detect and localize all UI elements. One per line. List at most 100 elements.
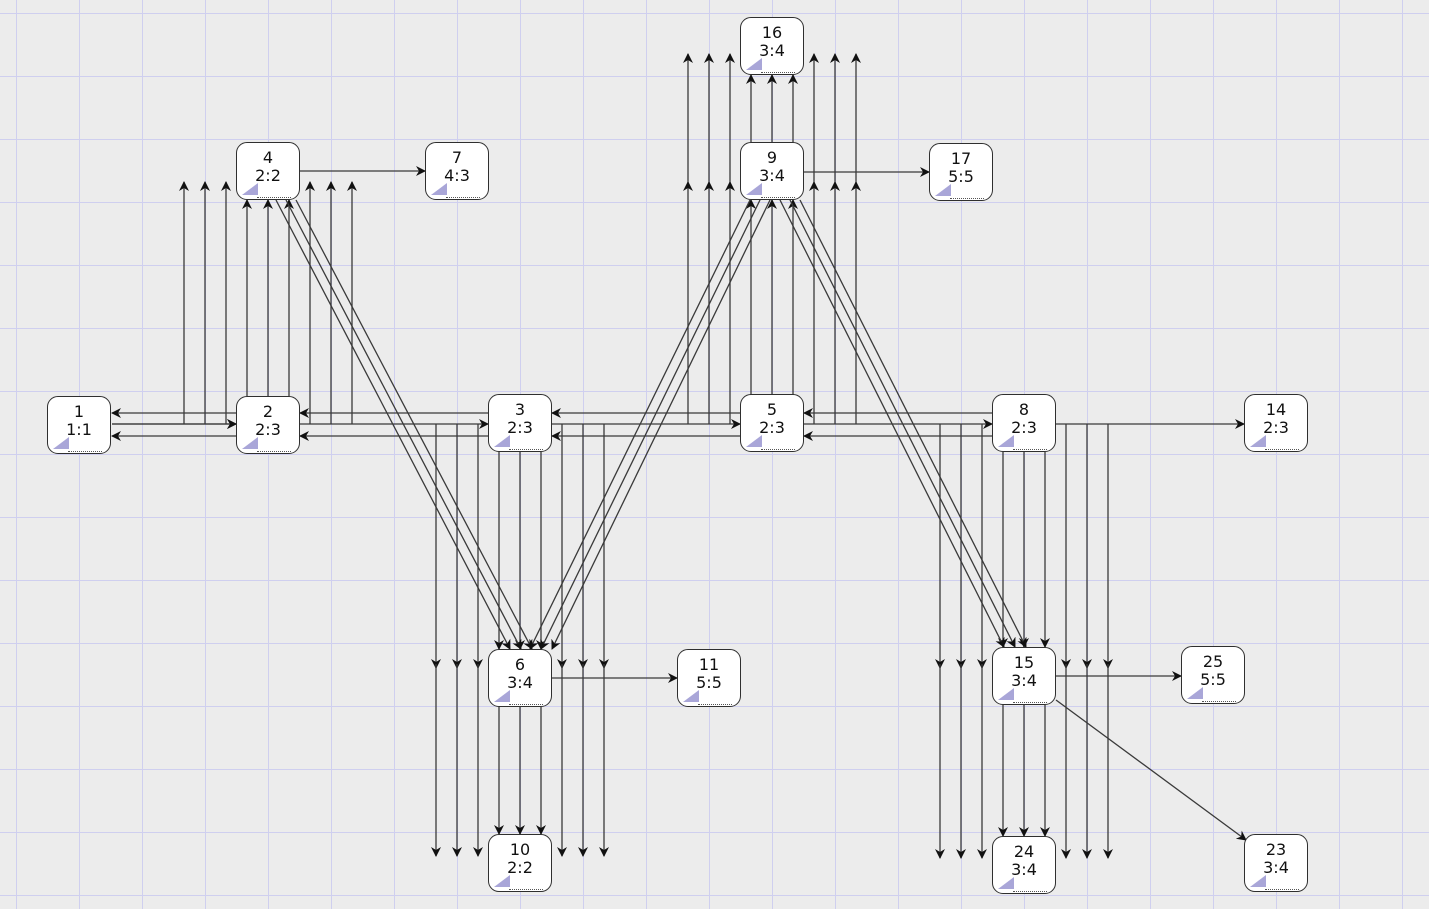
node-corner-icon (1187, 687, 1203, 699)
node-label: 3:4 (1011, 860, 1037, 879)
edge-9-6[interactable] (540, 199, 761, 650)
node-corner-icon (998, 435, 1014, 447)
edge-9-15[interactable] (789, 199, 1016, 648)
node-corner-icon (998, 877, 1014, 889)
node-dotted-underline (509, 704, 543, 705)
node-dotted-underline (509, 889, 543, 890)
node-corner-icon (494, 690, 510, 702)
node-label: 5:5 (948, 167, 974, 186)
node-corner-icon (242, 437, 258, 449)
node-id: 16 (761, 23, 783, 42)
node-id: 17 (950, 149, 972, 168)
node-corner-icon (746, 183, 762, 195)
edge-4-6[interactable] (285, 199, 522, 650)
node-label: 4:3 (444, 166, 470, 185)
node-dotted-underline (68, 451, 102, 452)
node-id: 23 (1265, 840, 1287, 859)
node-label: 2:3 (1011, 418, 1037, 437)
node-label: 3:4 (759, 166, 785, 185)
node-corner-icon (242, 183, 258, 195)
node-dotted-underline (950, 198, 984, 199)
node-dotted-underline (1013, 891, 1047, 892)
node-label: 2:3 (759, 418, 785, 437)
node-id: 24 (1013, 842, 1035, 861)
node-label: 2:3 (255, 420, 281, 439)
node-dotted-underline (1265, 449, 1299, 450)
node-dotted-underline (509, 449, 543, 450)
node-dotted-underline (446, 197, 480, 198)
node-id: 6 (514, 655, 526, 674)
node-label: 3:4 (1263, 858, 1289, 877)
node-id: 14 (1265, 400, 1287, 419)
edge-4-6[interactable] (275, 199, 511, 650)
node-id: 9 (766, 148, 778, 167)
node-corner-icon (431, 183, 447, 195)
node-id: 8 (1018, 400, 1030, 419)
node-corner-icon (935, 184, 951, 196)
node-dotted-underline (761, 197, 795, 198)
node-label: 3:4 (1011, 671, 1037, 690)
node-corner-icon (1250, 435, 1266, 447)
node-id: 25 (1202, 652, 1224, 671)
node-label: 3:4 (507, 673, 533, 692)
edge-9-15[interactable] (779, 199, 1005, 648)
node-corner-icon (1250, 875, 1266, 887)
node-id: 1 (73, 402, 85, 421)
node-id: 11 (698, 655, 720, 674)
node-id: 3 (514, 400, 526, 419)
node-label: 2:3 (1263, 418, 1289, 437)
node-corner-icon (746, 58, 762, 70)
node-corner-icon (746, 435, 762, 447)
node-id: 2 (262, 402, 274, 421)
node-dotted-underline (1202, 701, 1236, 702)
edge-9-15[interactable] (799, 199, 1027, 648)
node-corner-icon (494, 875, 510, 887)
node-label: 2:2 (255, 166, 281, 185)
node-id: 15 (1013, 653, 1035, 672)
edge-4-6[interactable] (295, 199, 533, 650)
edge-9-6[interactable] (551, 199, 771, 650)
node-label: 2:2 (507, 858, 533, 877)
node-dotted-underline (698, 704, 732, 705)
node-dotted-underline (257, 451, 291, 452)
node-id: 7 (451, 148, 463, 167)
node-dotted-underline (761, 449, 795, 450)
node-corner-icon (998, 688, 1014, 700)
node-label: 5:5 (1200, 670, 1226, 689)
node-label: 2:3 (507, 418, 533, 437)
node-dotted-underline (1013, 449, 1047, 450)
node-id: 4 (262, 148, 274, 167)
node-corner-icon (494, 435, 510, 447)
edge-9-6[interactable] (529, 199, 751, 650)
node-label: 1:1 (66, 420, 92, 439)
node-label: 3:4 (759, 41, 785, 60)
node-label: 5:5 (696, 673, 722, 692)
node-dotted-underline (761, 72, 795, 73)
edge-15-23[interactable] (1055, 699, 1247, 841)
node-corner-icon (683, 690, 699, 702)
node-id: 10 (509, 840, 531, 859)
node-dotted-underline (257, 197, 291, 198)
node-corner-icon (53, 437, 69, 449)
node-dotted-underline (1265, 889, 1299, 890)
